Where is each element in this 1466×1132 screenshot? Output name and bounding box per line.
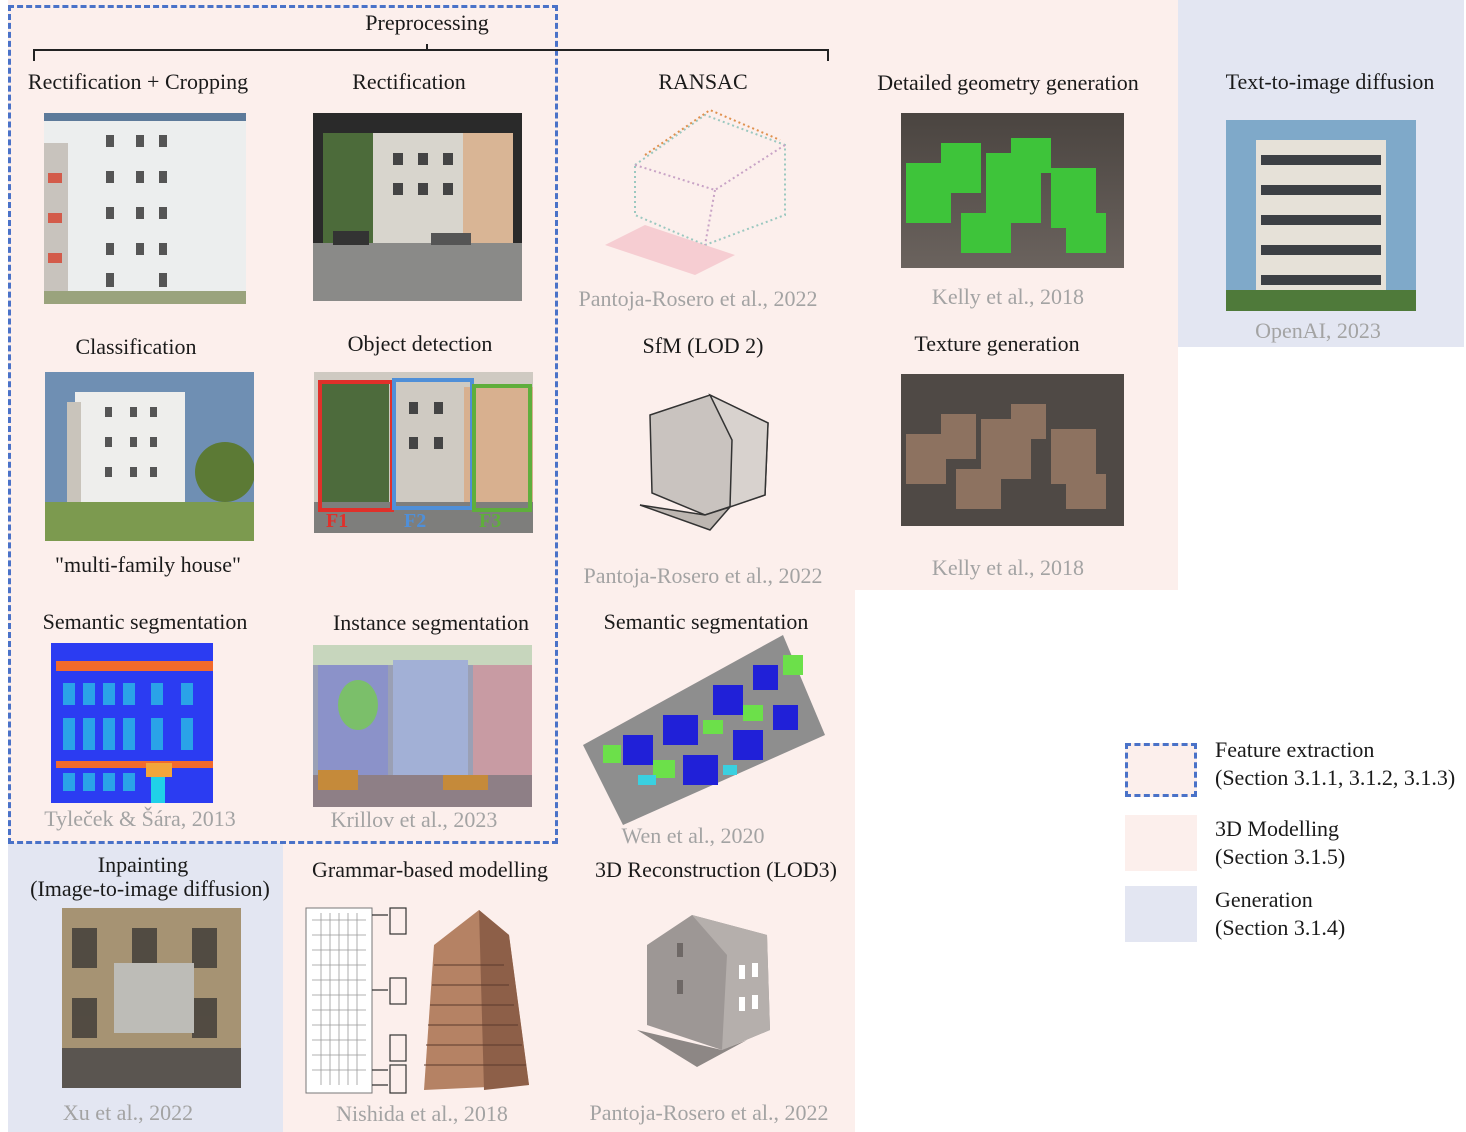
panel-label: Semantic segmentation — [42, 609, 248, 634]
panel-label: Rectification + Cropping — [27, 69, 249, 94]
sfm-lod2-model-image — [620, 385, 790, 535]
citation: Tyleček & Šára, 2013 — [44, 806, 236, 831]
instance-segmentation-image — [313, 645, 532, 807]
box-label-f3: F3 — [479, 510, 502, 532]
legend-swatch-3d-modelling — [1125, 815, 1197, 871]
panel-label: Semantic segmentation — [603, 609, 809, 634]
preprocessing-bracket — [33, 44, 829, 61]
citation: Wen et al., 2020 — [621, 823, 765, 848]
panel-label: Texture generation — [914, 331, 1080, 356]
geometry-generation-image — [901, 113, 1124, 268]
box-label-f1: F1 — [326, 510, 349, 532]
legend-swatch-feature-extraction — [1125, 743, 1197, 797]
legend-label-generation: Generation (Section 3.1.4) — [1215, 886, 1345, 942]
texture-generation-image — [901, 374, 1124, 526]
legend-label-3d-modelling: 3D Modelling (Section 3.1.5) — [1215, 815, 1345, 871]
legend-title: Generation — [1215, 887, 1313, 912]
legend-section: (Section 3.1.5) — [1215, 844, 1346, 869]
legend-title: Feature extraction — [1215, 737, 1375, 762]
box-label-f2: F2 — [404, 510, 427, 532]
rectified-facade-image — [44, 113, 246, 304]
object-detection-image: F1 F2 F3 — [314, 372, 533, 533]
citation: Kelly et al., 2018 — [931, 555, 1085, 580]
citation: Pantoja-Rosero et al., 2022 — [589, 1100, 829, 1125]
classification-result: "multi-family house" — [55, 552, 241, 577]
panel-label-line1: Inpainting — [97, 852, 189, 877]
legend-section: (Section 3.1.1, 3.1.2, 3.1.3) — [1215, 765, 1456, 790]
urban-3d-semantic-segmentation-image — [583, 635, 825, 825]
panel-label: Object detection — [347, 331, 493, 356]
panel-label: Detailed geometry generation — [877, 70, 1139, 95]
facade-semantic-segmentation-image — [51, 643, 213, 803]
citation: Pantoja-Rosero et al., 2022 — [583, 563, 823, 588]
feature-extraction-region — [8, 5, 558, 844]
citation: Xu et al., 2022 — [62, 1100, 194, 1125]
panel-label: SfM (LOD 2) — [642, 333, 764, 358]
citation: OpenAI, 2023 — [1255, 318, 1381, 343]
lod3-reconstruction-image — [622, 905, 780, 1070]
legend-swatch-generation — [1125, 886, 1197, 942]
ransac-point-cloud-image — [585, 105, 800, 285]
citation: Pantoja-Rosero et al., 2022 — [578, 286, 818, 311]
legend-section: (Section 3.1.4) — [1215, 915, 1346, 940]
panel-label: 3D Reconstruction (LOD3) — [595, 857, 837, 882]
classification-image — [45, 372, 254, 541]
panel-label: Text-to-image diffusion — [1225, 69, 1435, 94]
panel-label: Classification — [75, 334, 197, 359]
panel-label: Instance segmentation — [332, 610, 530, 635]
legend-title: 3D Modelling — [1215, 816, 1340, 841]
legend-label-feature-extraction: Feature extraction (Section 3.1.1, 3.1.2… — [1215, 736, 1455, 792]
citation: Kelly et al., 2018 — [931, 284, 1085, 309]
diffusion-generated-building-image — [1226, 120, 1416, 311]
citation: Nishida et al., 2018 — [336, 1101, 508, 1126]
panel-label-line2: (Image-to-image diffusion) — [30, 876, 270, 901]
panel-label: Grammar-based modelling — [312, 857, 548, 882]
grammar-based-modelling-image — [304, 905, 535, 1095]
rectified-street-image — [313, 113, 522, 301]
citation: Krillov et al., 2023 — [330, 807, 498, 832]
panel-label: RANSAC — [658, 69, 748, 94]
panel-label: Rectification — [352, 69, 466, 94]
preprocessing-label: Preprocessing — [365, 10, 489, 35]
inpainting-image — [62, 908, 241, 1088]
